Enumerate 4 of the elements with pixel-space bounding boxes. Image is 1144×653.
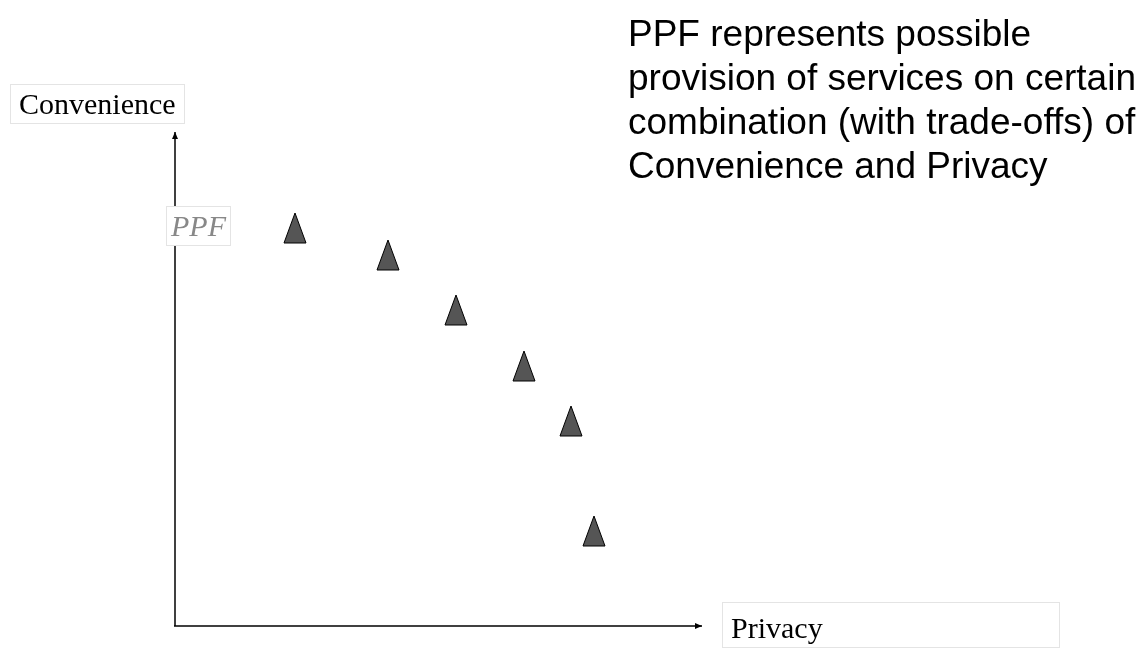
- axis-label: Convenience: [10, 84, 185, 124]
- note-text: PPF represents possible provision of services on certain combination (with trade-offs) of Convenience and Privacy: [628, 12, 1137, 188]
- axis-label: Privacy: [722, 602, 1060, 648]
- curve-label: PPF: [166, 206, 231, 246]
